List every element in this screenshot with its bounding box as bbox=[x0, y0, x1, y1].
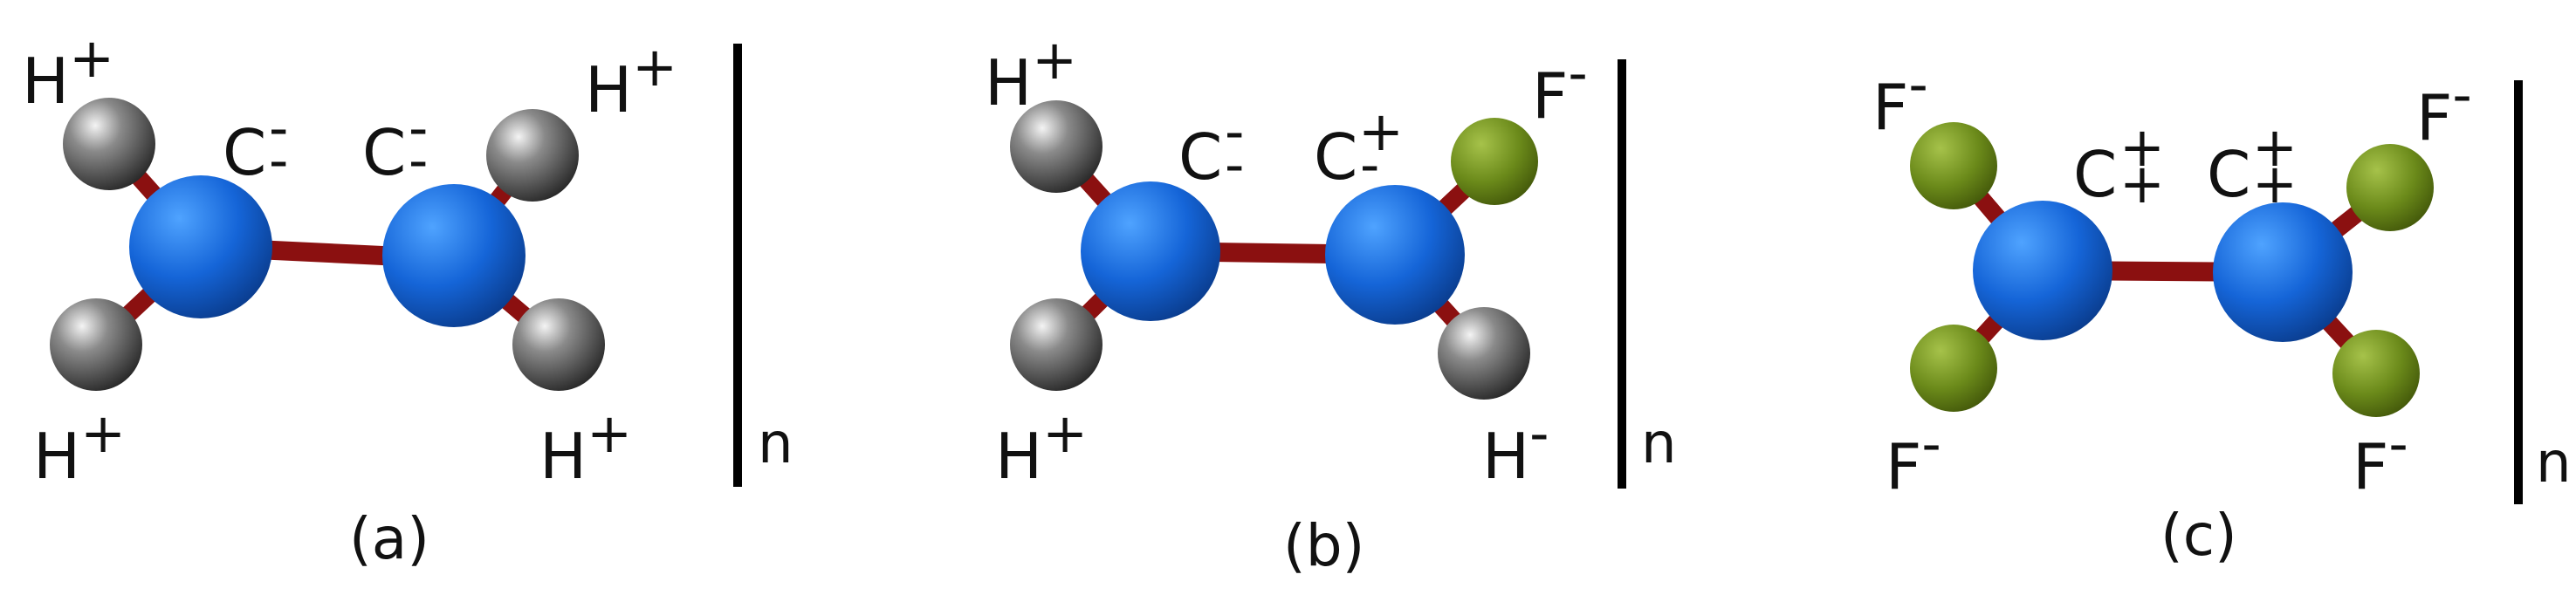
substituent-label: H+ bbox=[985, 28, 1077, 120]
substituent-label: F- bbox=[1886, 412, 1941, 503]
carbon-charge-lower: - bbox=[269, 128, 288, 192]
carbon-atom bbox=[382, 184, 526, 327]
fluorine-atom bbox=[1910, 325, 1997, 412]
repeat-symbol: n bbox=[1641, 412, 1677, 476]
hydrogen-atom bbox=[1438, 307, 1530, 400]
hydrogen-atom bbox=[50, 298, 142, 391]
repeat-symbol: n bbox=[758, 412, 793, 476]
substituent-label: H+ bbox=[995, 401, 1088, 493]
carbon-atom bbox=[1325, 185, 1465, 325]
substituent-label: F- bbox=[1532, 41, 1588, 133]
carbon-label: C bbox=[2073, 138, 2117, 211]
hydrogen-atom bbox=[512, 298, 605, 391]
hydrogen-atom bbox=[486, 109, 579, 202]
carbon-charge-lower: - bbox=[1225, 133, 1244, 196]
carbon-label: C bbox=[362, 116, 406, 189]
carbon-charge-upper: - bbox=[409, 96, 428, 160]
carbon-atom bbox=[1973, 201, 2112, 340]
carbon-charge-upper: - bbox=[269, 96, 288, 160]
carbon-atom bbox=[1081, 181, 1220, 321]
hydrogen-atom bbox=[1010, 100, 1103, 193]
substituent-label: H- bbox=[1482, 401, 1549, 493]
carbon-label: C bbox=[2207, 138, 2250, 211]
substituent-label: H+ bbox=[33, 401, 126, 493]
substituent-label: F- bbox=[2353, 412, 2408, 503]
substituent-label: H+ bbox=[22, 26, 114, 118]
carbon-atom bbox=[129, 175, 272, 318]
carbon-charge-upper: + bbox=[1358, 99, 1404, 163]
carbon-atom bbox=[2213, 202, 2353, 342]
hydrogen-atom bbox=[1010, 298, 1103, 391]
substituent-label: H+ bbox=[539, 401, 632, 493]
carbon-charge-lower: - bbox=[409, 128, 428, 192]
repeat-symbol: n bbox=[2536, 431, 2572, 496]
panel-label: (b) bbox=[1283, 512, 1364, 579]
carbon-charge-lower: - bbox=[1360, 133, 1379, 196]
carbon-charge-lower: + bbox=[2119, 152, 2165, 215]
carbon-label: C bbox=[223, 116, 266, 189]
panel-label: (c) bbox=[2160, 502, 2237, 569]
carbon-label: C bbox=[1314, 120, 1357, 194]
carbon-label: C bbox=[1178, 120, 1222, 194]
carbon-charge-lower: + bbox=[2252, 152, 2298, 215]
substituent-label: H+ bbox=[585, 35, 677, 127]
fluorine-atom bbox=[2332, 330, 2420, 417]
fluorine-atom bbox=[1451, 118, 1538, 205]
hydrogen-atom bbox=[63, 98, 155, 190]
panel-a: H+ H+ H+ H+ C - - C - - n (a) bbox=[22, 26, 793, 572]
carbon-charge-upper: + bbox=[2252, 115, 2298, 179]
substituent-label: F- bbox=[2416, 63, 2472, 154]
panel-label: (a) bbox=[349, 505, 429, 572]
fluorine-atom bbox=[1910, 122, 1997, 209]
panel-c: F- F- F- F- C + + C + + n (c) bbox=[1872, 52, 2572, 569]
carbon-charge-upper: + bbox=[2119, 115, 2165, 179]
panel-b: H+ H+ F- H- C - - C + - n (b) bbox=[985, 28, 1677, 579]
substituent-label: F- bbox=[1872, 52, 1928, 144]
fluorine-atom bbox=[2346, 144, 2434, 231]
carbon-charge-upper: - bbox=[1225, 99, 1244, 163]
